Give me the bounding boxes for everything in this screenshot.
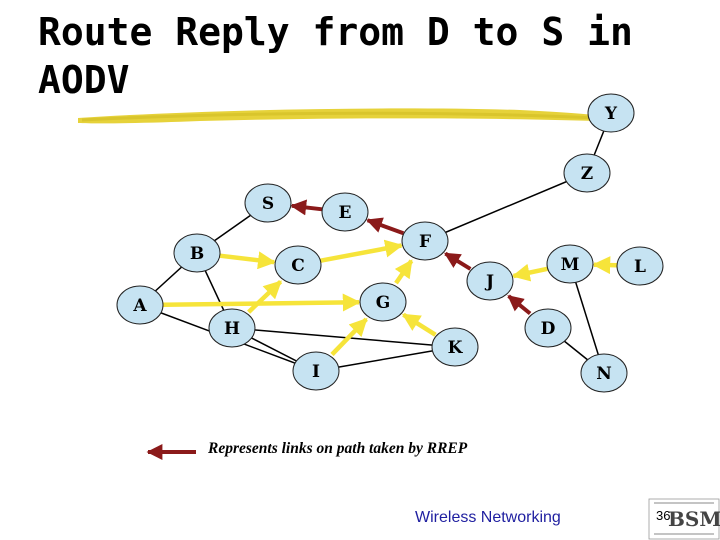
node-circle [292, 351, 340, 391]
link-m-j [511, 263, 548, 282]
node-c: C [274, 245, 322, 285]
nodes-layer: Y Z S E F B C M L J A G H D K I N [116, 93, 664, 393]
link-i-k [315, 346, 456, 372]
node-d: D [524, 308, 572, 348]
legend-label: Represents links on path taken by RREP [208, 440, 468, 457]
node-label: I [312, 362, 320, 382]
node-f: F [401, 221, 449, 261]
node-a: A [116, 285, 164, 325]
svg-text:BSM: BSM [668, 507, 720, 531]
node-y: Y [587, 93, 635, 133]
node-circle [116, 285, 164, 325]
slide-title-line-2: AODV [38, 58, 130, 102]
node-circle [244, 183, 292, 223]
node-circle [524, 308, 572, 348]
slide-title-line-1: Route Reply from D to S in [38, 10, 633, 54]
link-c-f [320, 239, 404, 263]
link-h-k [231, 327, 456, 348]
node-label: Z [581, 164, 593, 184]
footer-text: Wireless Networking [415, 509, 561, 526]
node-z: Z [563, 153, 611, 193]
node-circle [431, 327, 479, 367]
link-e-s [290, 199, 323, 216]
slide-title: Route Reply from D to S in AODV [38, 8, 678, 104]
node-label: A [132, 296, 147, 316]
title-underline [78, 108, 600, 124]
node-s: S [244, 183, 292, 223]
node-label: E [339, 203, 352, 223]
link-j-f [444, 251, 472, 271]
node-label: B [190, 244, 204, 264]
node-e: E [321, 192, 369, 232]
link-z-f [424, 172, 588, 242]
node-circle [274, 245, 322, 285]
node-label: C [291, 256, 305, 276]
node-circle [587, 93, 635, 133]
link-l-m [592, 256, 618, 275]
node-label: K [448, 338, 464, 358]
node-circle [563, 153, 611, 193]
node-circle [401, 221, 449, 261]
page-number: 36 [656, 508, 671, 523]
node-label: L [634, 257, 646, 277]
node-label: J [484, 272, 494, 292]
node-label: M [561, 255, 580, 275]
link-k-g [401, 312, 437, 337]
node-circle [546, 244, 594, 284]
link-a-g [162, 293, 361, 312]
node-label: S [262, 194, 274, 214]
node-m: M [546, 244, 594, 284]
node-circle [466, 261, 514, 301]
link-h-c [247, 279, 283, 314]
node-j: J [466, 261, 514, 301]
link-f-e [366, 217, 405, 236]
node-k: K [431, 327, 479, 367]
node-h: H [208, 308, 256, 348]
node-n: N [580, 353, 628, 393]
node-g: G [359, 282, 407, 322]
link-b-c [219, 251, 276, 270]
node-circle [616, 246, 664, 286]
node-i: I [292, 351, 340, 391]
link-d-j [507, 294, 532, 316]
node-label: G [376, 293, 391, 313]
node-circle [173, 233, 221, 273]
link-g-f [394, 259, 414, 285]
node-circle [208, 308, 256, 348]
node-label: F [419, 232, 431, 252]
node-label: Y [604, 104, 618, 124]
node-circle [359, 282, 407, 322]
link-i-g [330, 317, 368, 357]
node-label: N [596, 364, 612, 384]
node-circle [321, 192, 369, 232]
institute-logo: BSM [648, 498, 720, 540]
node-circle [580, 353, 628, 393]
node-b: B [173, 233, 221, 273]
node-l: L [616, 246, 664, 286]
node-label: H [224, 319, 240, 339]
title-underline-stroke [81, 111, 599, 122]
node-label: D [541, 319, 556, 339]
